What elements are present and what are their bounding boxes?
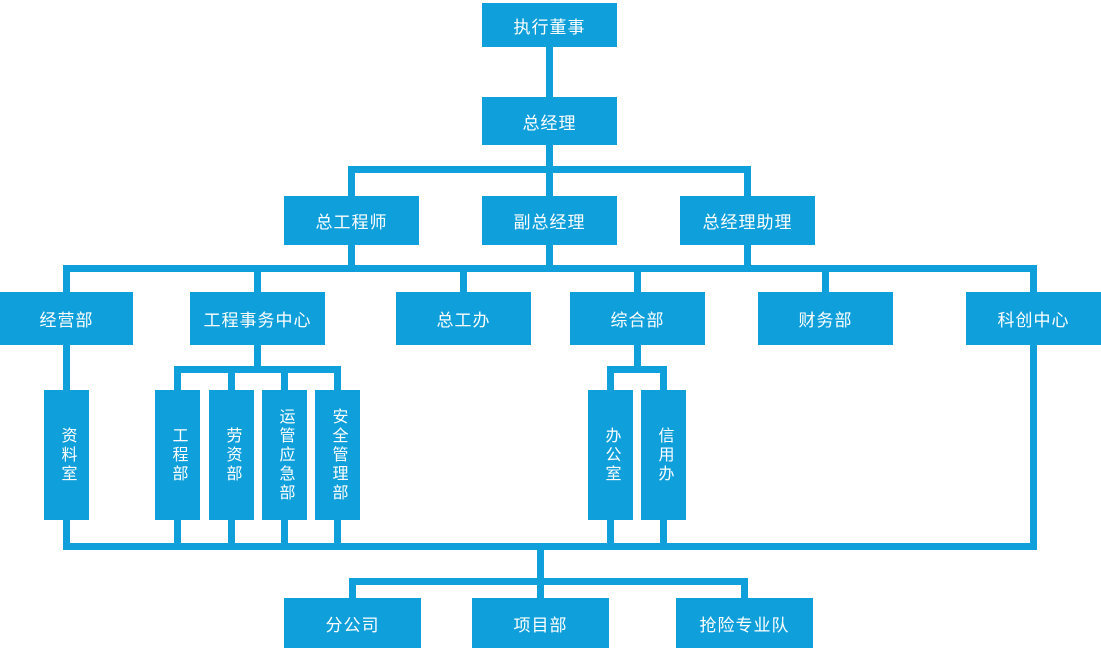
node-engineering-affairs-center: 工程事务中心 [190,292,325,345]
node-engineering-dept: 工程部 [155,390,200,520]
connector [822,272,829,292]
node-project-dept: 项目部 [472,598,609,648]
node-gm-assistant: 总经理助理 [680,196,815,245]
connector [634,272,641,292]
connector [228,520,235,543]
connector [744,166,751,196]
connector [660,520,667,543]
connector [1030,265,1037,292]
connector [660,366,667,390]
node-operation-mgmt-emergency-dept: 运管应急部 [262,390,307,520]
node-office: 办公室 [588,390,633,520]
node-general-affairs-dept: 综合部 [570,292,705,345]
connector [348,245,355,272]
node-executive-director: 执行董事 [482,3,617,47]
connector [174,366,341,373]
node-branch-company: 分公司 [284,598,421,648]
node-general-manager: 总经理 [482,97,617,145]
node-chief-engineer: 总工程师 [284,196,419,245]
connector [174,366,181,390]
node-labor-wages-dept: 劳资部 [209,390,254,520]
connector [546,47,553,97]
connector [741,578,748,598]
connector [348,166,751,173]
connector [1030,345,1037,550]
connector [607,366,667,373]
node-emergency-rescue-team: 抢险专业队 [676,598,813,648]
node-chief-engineer-office: 总工办 [396,292,531,345]
connector [607,520,614,543]
node-archives-room: 资料室 [44,390,89,520]
connector [174,520,181,543]
connector [254,272,261,292]
connector [254,345,261,370]
connector [281,373,288,390]
connector [348,166,355,196]
connector [537,550,544,598]
connector [63,543,1037,550]
connector [334,520,341,543]
connector [228,373,235,390]
node-credit-office: 信用办 [641,390,686,520]
connector [634,345,641,370]
node-finance-dept: 财务部 [758,292,893,345]
connector [349,578,748,585]
node-deputy-general-manager: 副总经理 [482,196,617,245]
connector [744,245,751,272]
node-safety-mgmt-dept: 安全管理部 [315,390,360,520]
connector [349,578,356,598]
connector [63,265,70,292]
connector [546,245,553,272]
connector [63,520,70,543]
connector [607,366,614,390]
connector [63,265,1037,272]
node-sci-tech-innovation-center: 科创中心 [966,292,1101,345]
connector [334,366,341,390]
connector [63,345,70,390]
connector [281,520,288,543]
connector [460,272,467,292]
node-business-dept: 经营部 [0,292,133,345]
